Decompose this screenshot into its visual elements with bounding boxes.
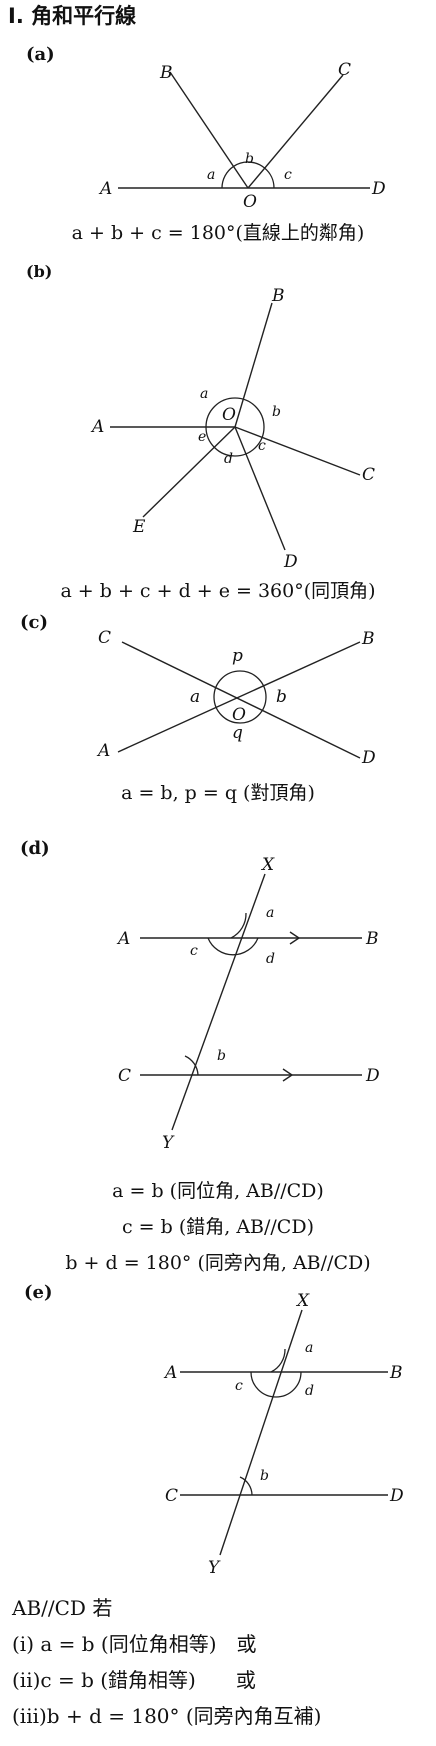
diagram-e-parallel-test: X A B C D Y a c d b (163, 1291, 404, 1578)
point-A: A (98, 179, 112, 199)
point-B: B (159, 63, 173, 83)
condition-iii: (iii)b + d = 180° (同旁內角互補) (12, 1704, 322, 1728)
section-a-label: (a) (26, 44, 55, 65)
angle-a: a (305, 1340, 313, 1356)
point-D: D (365, 1066, 380, 1086)
diagram-d-parallel-lines: X A B C D Y a c d b (116, 855, 380, 1153)
point-B: B (271, 286, 285, 306)
point-C: C (338, 60, 351, 80)
diagram-a-adjacent-angles: B C A D O a b c (98, 60, 386, 212)
caption-d-1: a = b (同位角, AB//CD) (112, 1180, 324, 1202)
point-D: D (361, 748, 376, 768)
point-D: D (389, 1486, 404, 1506)
angle-c: c (284, 167, 292, 183)
angle-b: b (217, 1048, 226, 1064)
caption-a: a + b + c = 180°(直線上的鄰角) (71, 222, 365, 244)
point-A: A (90, 417, 104, 437)
section-c-label: (c) (20, 612, 48, 633)
angle-a: a (207, 167, 215, 183)
point-E: E (132, 517, 146, 537)
point-C: C (362, 465, 375, 485)
angle-b: b (260, 1468, 269, 1484)
angle-b: b (245, 151, 254, 167)
point-A: A (116, 929, 130, 949)
section-d-label: (d) (20, 838, 50, 859)
point-C: C (98, 628, 111, 648)
section-e-label: (e) (24, 1282, 53, 1303)
angle-a: a (190, 687, 200, 707)
caption-b: a + b + c + d + e = 360°(同頂角) (60, 580, 376, 602)
caption-d-3: b + d = 180° (同旁內角, AB//CD) (65, 1252, 371, 1274)
point-Y: Y (208, 1558, 221, 1578)
diagram-b-angles-at-point: B A C D E O a b c d e (90, 286, 375, 572)
angle-c: c (235, 1378, 243, 1394)
angle-b: b (272, 404, 281, 420)
point-O: O (232, 705, 246, 725)
angle-a: a (266, 905, 274, 921)
point-A: A (96, 741, 110, 761)
point-C: C (165, 1486, 178, 1506)
angle-e: e (198, 429, 206, 445)
angle-d: d (305, 1383, 314, 1399)
page-title: I. 角和平行線 (8, 4, 137, 28)
point-A: A (163, 1363, 177, 1383)
point-C: C (118, 1066, 131, 1086)
point-B: B (389, 1363, 403, 1383)
point-O: O (243, 192, 257, 212)
angle-c: c (190, 943, 198, 959)
point-X: X (295, 1291, 310, 1311)
caption-c: a = b, p = q (對頂角) (121, 782, 315, 804)
point-Y: Y (162, 1133, 175, 1153)
caption-d-2: c = b (錯角, AB//CD) (121, 1216, 314, 1238)
angle-a: a (200, 386, 208, 402)
angle-p: p (232, 646, 243, 666)
angle-d: d (224, 451, 233, 467)
point-B: B (365, 929, 379, 949)
angle-b: b (276, 687, 287, 707)
point-X: X (260, 855, 275, 875)
section-b-label: (b) (26, 262, 53, 281)
point-D: D (371, 179, 386, 199)
point-D: D (283, 552, 298, 572)
point-O: O (222, 405, 236, 425)
angle-c: c (258, 438, 266, 454)
condition-i: (i) a = b (同位角相等) 或 (12, 1632, 257, 1656)
condition-ii: (ii)c = b (錯角相等) 或 (12, 1668, 256, 1692)
angle-q: q (232, 723, 243, 743)
angle-d: d (266, 951, 275, 967)
point-B: B (361, 629, 375, 649)
condition-header: AB//CD 若 (12, 1596, 113, 1620)
diagram-c-vertical-angles: C B A D O p q a b (96, 628, 376, 768)
